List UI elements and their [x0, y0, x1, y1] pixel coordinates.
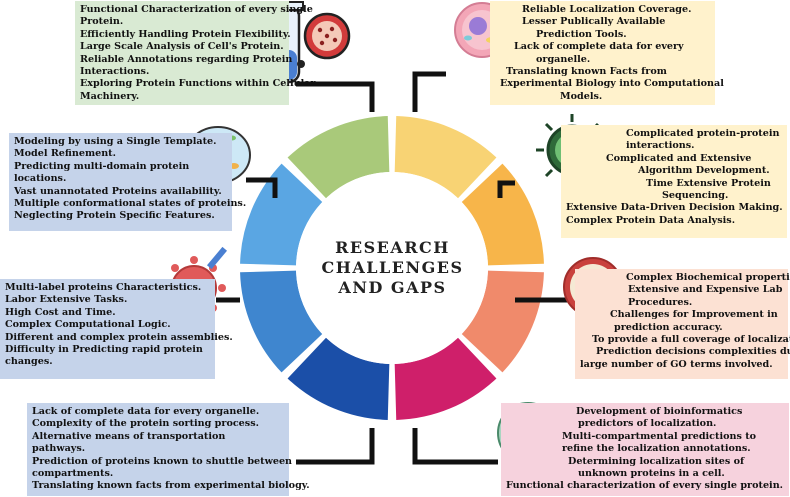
segment-orange [461, 163, 544, 266]
challenge-line: Prediction decisions complexities due to [596, 346, 790, 358]
segment-yellow [394, 116, 497, 199]
challenge-line: Large Scale Analysis of Cell's Protein. [80, 41, 284, 53]
connector-bottom-left [296, 428, 375, 465]
challenge-line: interactions. [626, 140, 695, 152]
challenge-line: Extensive Data-Driven Decision Making. [566, 202, 783, 214]
challenge-line: Determining localization sites of [568, 455, 745, 467]
challenge-line: Multi-compartmental predictions to [562, 430, 757, 442]
challenge-box-bottom-left: Lack of complete data for every organell… [27, 403, 310, 496]
challenge-line: Lack of complete data for every organell… [32, 406, 260, 417]
challenge-line: Challenges for Improvement in [610, 309, 778, 321]
wheel-segments [240, 116, 544, 420]
challenge-line: Reliable Annotations regarding Protein [80, 53, 293, 65]
segment-magenta [394, 337, 497, 420]
challenge-line: Modeling by using a Single Template. [14, 136, 217, 147]
challenge-line: Translating known facts from experimenta… [32, 480, 310, 492]
segment-navy [287, 337, 390, 420]
challenge-line: Algorithm Development. [638, 165, 770, 177]
connector-top-right [412, 71, 446, 112]
challenge-line: Complicated protein-protein [626, 128, 780, 139]
title-line-2: CHALLENGES [321, 258, 464, 277]
challenge-line: Functional Characterization of every sin… [80, 4, 313, 15]
challenge-line: Prediction Tools. [536, 28, 627, 40]
connector-right-upper [497, 180, 515, 198]
challenge-line: locations. [14, 173, 67, 185]
challenge-line: Prediction of proteins known to shuttle … [32, 455, 293, 467]
challenge-line: Models. [560, 90, 603, 102]
connector-top-left [296, 81, 375, 112]
challenge-line: Lack of complete data for every [514, 41, 684, 53]
challenge-line: Complexity of the protein sorting proces… [32, 418, 259, 430]
challenge-line: To provide a full coverage of localizati… [592, 334, 790, 346]
challenge-box-top-right: Reliable Localization Coverage.Lesser Pu… [490, 1, 724, 105]
challenge-line: compartments. [32, 468, 114, 480]
challenge-line: Labor Extensive Tasks. [5, 294, 128, 306]
challenge-line: Difficulty in Predicting rapid protein [5, 344, 203, 356]
challenge-line: refine the localization annotations. [562, 443, 751, 455]
segment-lightblue [240, 163, 323, 266]
challenge-box-top-left: Functional Characterization of every sin… [75, 1, 316, 105]
challenge-line: Predicting multi-domain protein [14, 160, 190, 172]
challenge-line: Complicated and Extensive [606, 152, 752, 164]
challenge-line: Protein. [80, 16, 124, 28]
challenge-line: High Cost and Time. [5, 306, 116, 318]
challenge-box-right-lower: Complex Biochemical properties.Extensive… [575, 269, 790, 379]
challenge-line: unknown proteins in a cell. [578, 468, 725, 480]
challenge-line: Exploring Protein Functions within Cellu… [80, 78, 316, 90]
challenge-line: Model Refinement. [14, 148, 116, 160]
challenge-box-left-lower: Multi-label proteins Characteristics.Lab… [0, 279, 233, 379]
challenge-line: Translating known Facts from [506, 66, 667, 78]
connector-lines [216, 71, 575, 465]
challenge-line: changes. [5, 356, 53, 368]
challenge-line: prediction accuracy. [614, 321, 723, 333]
challenge-line: Neglecting Protein Specific Features. [14, 210, 215, 222]
challenge-line: Machinery. [80, 90, 140, 102]
challenge-line: Reliable Localization Coverage. [522, 4, 692, 15]
challenge-line: Procedures. [628, 296, 693, 308]
challenge-line: Multiple conformational states of protei… [14, 198, 247, 210]
wheel-center [296, 172, 488, 364]
challenge-line: Alternative means of transportation [32, 430, 226, 442]
segment-salmon [461, 270, 544, 373]
challenge-line: Complex Computational Logic. [5, 319, 171, 331]
challenge-line: Time Extensive Protein [646, 177, 771, 189]
challenge-line: Vast unannotated Proteins availability. [14, 185, 222, 197]
center-title: RESEARCH CHALLENGES AND GAPS [300, 238, 485, 298]
challenge-line: pathways. [32, 443, 86, 455]
title-line-3: AND GAPS [338, 278, 447, 297]
challenge-line: Different and complex protein assemblies… [5, 331, 233, 343]
challenge-line: Complex Protein Data Analysis. [566, 214, 736, 226]
challenge-line: Sequencing. [662, 190, 729, 202]
challenge-line: Development of bioinformatics [576, 406, 743, 417]
challenge-line: organelle. [536, 53, 591, 65]
connector-left-upper [246, 177, 278, 198]
challenge-line: Efficiently Handling Protein Flexibility… [80, 28, 291, 40]
connector-bottom-right [412, 428, 498, 465]
challenge-line: Extensive and Expensive Lab [628, 284, 783, 296]
challenge-line: Complex Biochemical properties. [626, 272, 790, 283]
challenge-line: Interactions. [80, 66, 150, 78]
challenge-box-left-upper: Modeling by using a Single Template.Mode… [9, 133, 247, 231]
challenge-line: Experimental Biology into Computational [500, 78, 724, 90]
challenge-line: predictors of localization. [578, 418, 717, 430]
challenge-line: Multi-label proteins Characteristics. [5, 282, 202, 293]
segment-green [287, 116, 390, 199]
challenge-line: Lesser Publically Available [522, 16, 666, 28]
segment-blue [240, 270, 323, 373]
challenge-line: Functional characterization of every sin… [506, 480, 784, 492]
challenge-line: large number of GO terms involved. [580, 358, 773, 370]
title-line-1: RESEARCH [335, 238, 450, 257]
